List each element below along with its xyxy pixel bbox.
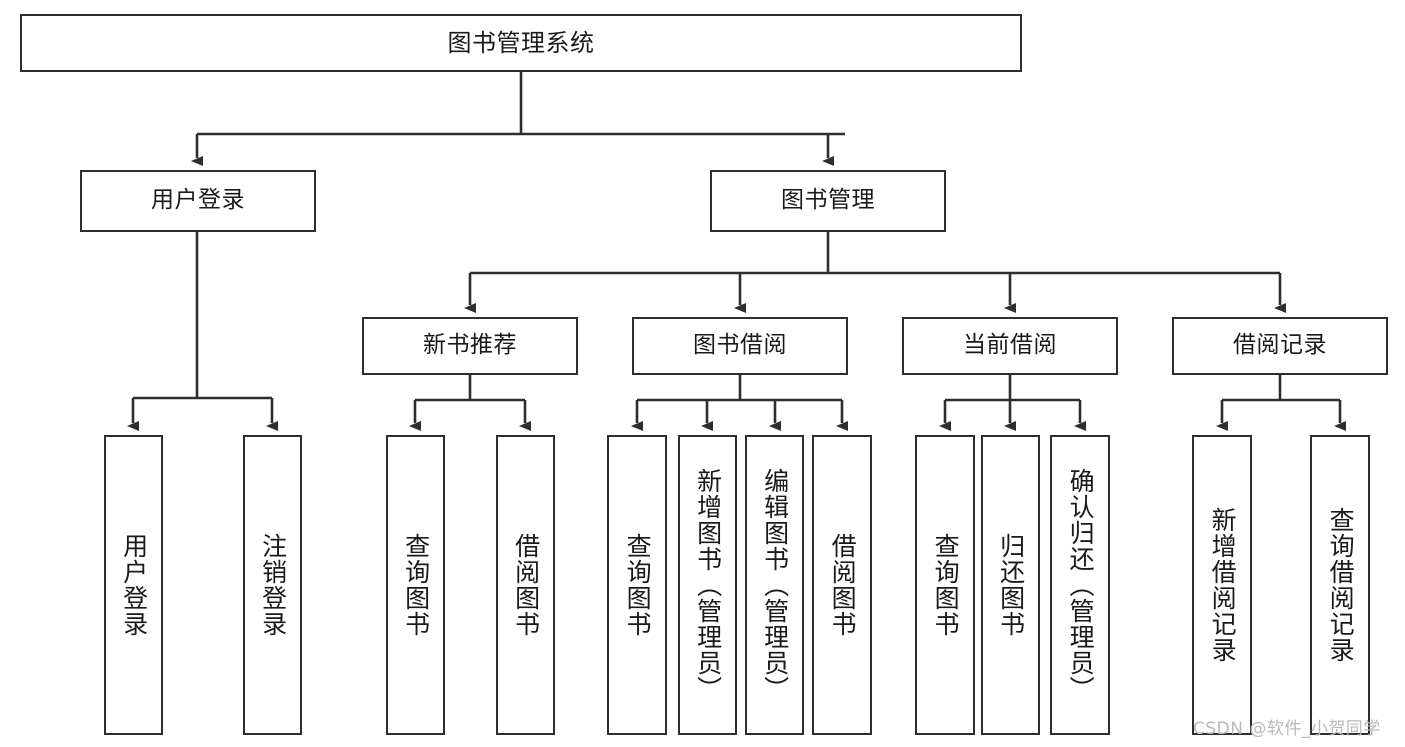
node-leaf-add-book-admin[interactable]: 新增图书（管理员） bbox=[678, 435, 737, 735]
node-leaf-add-borrow-record[interactable]: 新增借阅记录 bbox=[1192, 435, 1252, 735]
node-book-management[interactable]: 图书管理 bbox=[710, 170, 946, 232]
node-leaf-confirm-return-admin[interactable]: 确认归还（管理员） bbox=[1050, 435, 1110, 735]
node-label: 新增图书（管理员） bbox=[693, 468, 723, 702]
node-label: 图书管理 bbox=[781, 187, 875, 214]
node-leaf-query-books-borrow[interactable]: 查询图书 bbox=[607, 435, 667, 735]
node-leaf-edit-book-admin[interactable]: 编辑图书（管理员） bbox=[745, 435, 804, 735]
node-new-book-recommendation[interactable]: 新书推荐 bbox=[362, 317, 578, 375]
node-label: 图书借阅 bbox=[693, 332, 787, 359]
node-label: 图书管理系统 bbox=[447, 28, 595, 57]
node-root-book-management-system[interactable]: 图书管理系统 bbox=[20, 14, 1022, 72]
node-label: 当前借阅 bbox=[963, 332, 1057, 359]
node-leaf-query-borrow-record[interactable]: 查询借阅记录 bbox=[1310, 435, 1370, 735]
node-label: 查询图书 bbox=[401, 533, 431, 637]
node-leaf-borrow-books-new[interactable]: 借阅图书 bbox=[496, 435, 555, 735]
node-label: 确认归还（管理员） bbox=[1066, 468, 1096, 702]
csdn-watermark: CSDN @软件_小贺同学 bbox=[1193, 719, 1381, 739]
node-user-login[interactable]: 用户登录 bbox=[80, 170, 316, 232]
node-label: 归还图书 bbox=[996, 533, 1026, 637]
node-leaf-query-books-new[interactable]: 查询图书 bbox=[386, 435, 445, 735]
node-leaf-return-books[interactable]: 归还图书 bbox=[981, 435, 1040, 735]
node-label: 借阅图书 bbox=[828, 533, 858, 637]
node-borrow-records[interactable]: 借阅记录 bbox=[1172, 317, 1388, 375]
node-label: 新增借阅记录 bbox=[1208, 507, 1238, 663]
node-label: 查询借阅记录 bbox=[1326, 507, 1356, 663]
node-current-borrowing[interactable]: 当前借阅 bbox=[902, 317, 1118, 375]
node-book-borrowing[interactable]: 图书借阅 bbox=[632, 317, 848, 375]
node-label: 编辑图书（管理员） bbox=[760, 468, 790, 702]
node-label: 借阅记录 bbox=[1233, 332, 1327, 359]
node-label: 借阅图书 bbox=[511, 533, 541, 637]
node-leaf-query-books-current[interactable]: 查询图书 bbox=[915, 435, 975, 735]
node-label: 用户登录 bbox=[151, 187, 245, 214]
node-label: 注销登录 bbox=[258, 533, 288, 637]
node-label: 查询图书 bbox=[623, 533, 653, 637]
node-label: 用户登录 bbox=[119, 533, 149, 637]
node-label: 查询图书 bbox=[931, 533, 961, 637]
node-leaf-logout[interactable]: 注销登录 bbox=[243, 435, 302, 735]
node-leaf-borrow-books[interactable]: 借阅图书 bbox=[812, 435, 872, 735]
node-leaf-user-login[interactable]: 用户登录 bbox=[104, 435, 163, 735]
node-label: 新书推荐 bbox=[423, 332, 517, 359]
